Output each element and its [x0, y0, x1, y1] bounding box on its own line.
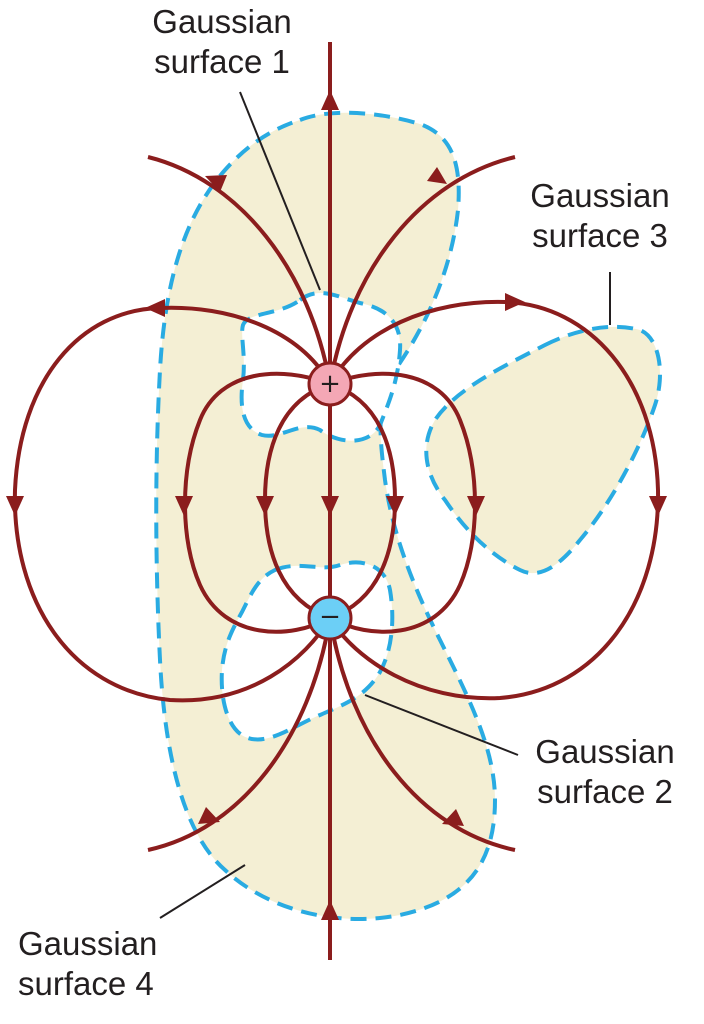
arrow-outer-right: [649, 496, 667, 516]
label-gaussian-surface-1: Gaussian surface 1: [132, 2, 312, 82]
leader-line-surface-2: [364, 694, 519, 756]
negative-charge-circle: [307, 595, 353, 641]
arrow-escape-top-right: [427, 167, 447, 184]
label-gaussian-surface-3: Gaussian surface 3: [505, 176, 695, 256]
leader-line-surface-4: [159, 864, 246, 919]
arrow-outer-left-top: [145, 299, 165, 317]
arrow-outer-left: [6, 496, 24, 516]
arrow-in-bottom-left: [198, 807, 220, 824]
arrow-axis-middle: [321, 496, 339, 516]
leader-lines: [159, 91, 611, 919]
gaussian-surface-3: [424, 324, 662, 576]
label-surface-2-line-1: Gaussian: [535, 733, 675, 770]
positive-charge: +: [307, 361, 353, 407]
arrow-middle-right: [467, 496, 485, 516]
arrow-inner-right: [386, 496, 404, 516]
field-line-in-bottom-right: [328, 617, 516, 852]
field-line-outer-left: [12, 305, 332, 703]
arrow-axis-top: [321, 90, 339, 110]
arrow-middle-left: [175, 496, 193, 516]
arrow-escape-top-left: [205, 175, 227, 192]
positive-charge-symbol: +: [319, 369, 341, 399]
field-line-escape-top-left: [147, 155, 332, 385]
field-line-outer-right: [328, 299, 661, 701]
label-surface-1-line-1: Gaussian: [152, 3, 292, 40]
arrow-axis-bottom: [321, 900, 339, 920]
label-surface-3-line-2: surface 3: [532, 217, 668, 254]
arrow-inner-left: [256, 496, 274, 516]
label-gaussian-surface-2: Gaussian surface 2: [512, 732, 698, 812]
field-line-in-bottom-left: [147, 617, 332, 852]
label-surface-2-line-2: surface 2: [537, 773, 673, 810]
negative-charge: −: [307, 595, 353, 641]
label-surface-4-line-1: Gaussian: [18, 925, 158, 962]
arrow-outer-right-top: [505, 293, 525, 311]
gaussian-surface-4: [154, 110, 498, 921]
field-line-escape-top-right: [328, 155, 516, 385]
label-surface-4-line-2: surface 4: [18, 965, 154, 1002]
label-surface-1-line-2: surface 1: [154, 43, 290, 80]
arrow-in-bottom-right: [442, 809, 464, 826]
positive-charge-circle: [307, 361, 353, 407]
label-surface-3-line-1: Gaussian: [530, 177, 670, 214]
label-gaussian-surface-4: Gaussian surface 4: [18, 924, 218, 1004]
field-arrows: [6, 90, 667, 920]
leader-line-surface-1: [239, 91, 321, 291]
negative-charge-symbol: −: [319, 602, 341, 632]
